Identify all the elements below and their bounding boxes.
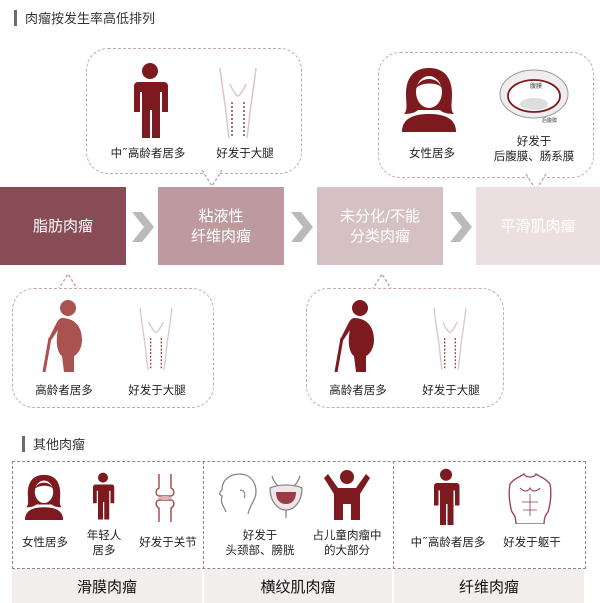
label-retroperitoneum-2: 后腹膜、肠系膜: [493, 149, 575, 163]
label-elderly: 高龄者居多: [35, 383, 93, 397]
label-middle-aged: 中˜高龄者居多: [110, 146, 186, 160]
sarcoma-name: 滑膜肉瘤: [76, 577, 137, 596]
footer-rhabdomyosarcoma: 横纹肌肉瘤: [204, 569, 392, 603]
diagram-label-retroperitoneum: 后腹膜: [542, 117, 557, 124]
woman-icon: [24, 474, 64, 520]
label-children: 占儿童肉瘤中: [312, 528, 382, 542]
retroperitoneum-diagram-icon: 腹膜 后腹膜: [499, 69, 569, 124]
bubble-mucinous-fibrosarcoma: [86, 48, 302, 174]
young-man-icon: [93, 472, 115, 520]
label-young: 年轻人: [86, 528, 122, 542]
stage-undifferentiated-sarcoma: 未分化/不能 分类肉瘤: [317, 187, 443, 265]
sarcoma-name: 横纹肌肉瘤: [260, 577, 336, 596]
head-profile-icon: [219, 473, 257, 515]
child-icon: [324, 470, 370, 520]
stage-mucinous-fibrosarcoma: 粘液性 纤维肉瘤: [158, 187, 284, 265]
bubble-tail: [57, 272, 79, 290]
thigh-icon: [433, 307, 467, 370]
diagram-label-peritoneum: 腹膜: [530, 82, 542, 90]
stage-label-line1: 未分化/不能: [339, 207, 421, 225]
column-divider: [393, 461, 394, 569]
footer-synovial-sarcoma: 滑膜肉瘤: [12, 569, 202, 603]
torso-icon: [508, 472, 552, 524]
stage-liposarcoma: 脂肪肉瘤: [0, 187, 126, 265]
bubble-tail: [371, 272, 393, 290]
stage-leiomyosarcoma: 平滑肌肉瘤: [476, 187, 600, 265]
label-young-2: 居多: [92, 543, 116, 557]
middle-aged-man-icon: [134, 63, 168, 138]
stage-label-line2: 纤维肉瘤: [190, 227, 251, 245]
label-retroperitoneum-1: 好发于: [516, 134, 552, 148]
woman-icon: [402, 68, 456, 132]
section-title-text: 肉瘤按发生率高低排列: [25, 12, 156, 27]
label-trunk: 好发于躯干: [503, 535, 561, 549]
thigh-icon: [139, 307, 173, 370]
label-head-neck-2: 头颈部、膀胱: [225, 543, 295, 557]
knee-joint-icon: [155, 474, 175, 522]
title-bar: [22, 435, 25, 452]
label-female: 女性居多: [22, 535, 68, 549]
elderly-person-icon: [334, 300, 374, 372]
bubble-tail: [525, 174, 547, 192]
chevron-right-icon: [291, 212, 313, 242]
chevron-right-icon: [450, 212, 472, 242]
section-title-other: 其他肉瘤: [22, 434, 85, 453]
stage-label: 平滑肌肉瘤: [500, 217, 576, 235]
title-bar: [14, 9, 17, 26]
bubble-liposarcoma: [12, 288, 214, 408]
bladder-icon: [269, 475, 303, 518]
label-middle-aged: 中˜高龄者居多: [410, 535, 486, 549]
label-thigh: 好发于大腿: [128, 383, 186, 397]
section-title-text: 其他肉瘤: [33, 438, 86, 453]
footer-fibrosarcoma: 纤维肉瘤: [394, 569, 584, 603]
label-head-neck: 好发于: [242, 528, 278, 542]
other-sarcoma-table: [12, 461, 586, 569]
stage-label-line1: 粘液性: [198, 207, 244, 225]
label-elderly: 高龄者居多: [329, 383, 387, 397]
chevron-right-icon: [132, 212, 154, 242]
label-female: 女性居多: [409, 146, 455, 160]
elderly-person-icon: [42, 300, 82, 372]
label-children-2: 的大部分: [324, 543, 370, 557]
column-divider: [203, 461, 204, 569]
label-thigh: 好发于大腿: [422, 383, 480, 397]
section-title-incidence: 肉瘤按发生率高低排列: [14, 8, 155, 27]
thigh-icon: [219, 67, 257, 138]
bubble-tail: [201, 170, 223, 188]
label-joint: 好发于关节: [139, 535, 197, 549]
sarcoma-name: 纤维肉瘤: [458, 577, 519, 596]
stage-label-line2: 分类肉瘤: [349, 227, 410, 245]
label-thigh: 好发于大腿: [216, 146, 274, 160]
stage-label: 脂肪肉瘤: [32, 217, 93, 235]
middle-aged-man-icon: [434, 468, 460, 525]
